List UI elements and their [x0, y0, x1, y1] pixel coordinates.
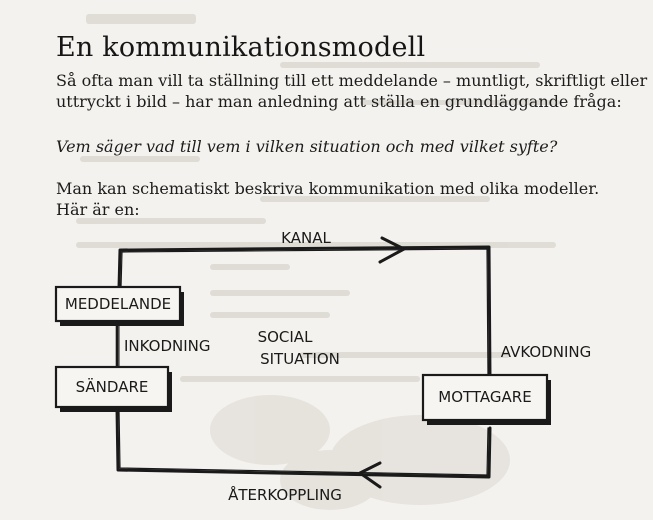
sender-box [54, 365, 172, 412]
section-heading: En kommunikationsmodell [56, 32, 426, 63]
encoding-label: INKODNING [124, 337, 211, 355]
channel-arrowhead [378, 236, 406, 264]
intro-paragraph: Så ofta man vill ta ställning till ett m… [56, 70, 648, 112]
intro-line-2: uttryckt i bild – har man anledning att … [56, 92, 622, 111]
feedback-line [115, 407, 492, 479]
message-label: MEDDELANDE [65, 295, 171, 313]
channel-label: KANAL [281, 229, 331, 247]
models-line-1: Man kan schematiskt beskriva kommunikati… [56, 179, 600, 198]
social-label: SOCIAL [258, 328, 313, 346]
decoding-label: AVKODNING [501, 343, 591, 361]
intro-line-1: Så ofta man vill ta ställning till ett m… [56, 71, 648, 90]
message-box [54, 285, 184, 326]
channel-line [117, 245, 492, 380]
feedback-label: ÅTERKOPPLING [228, 485, 342, 504]
models-paragraph: Man kan schematiskt beskriva kommunikati… [56, 178, 616, 220]
sender-label: SÄNDARE [76, 377, 149, 396]
receiver-label: MOTTAGARE [438, 388, 531, 406]
receiver-box [421, 373, 551, 425]
situation-label: SITUATION [260, 350, 340, 368]
models-line-2: Här är en: [56, 200, 140, 219]
feedback-arrowhead [358, 461, 382, 489]
key-question: Vem säger vad till vem i vilken situatio… [56, 137, 558, 156]
